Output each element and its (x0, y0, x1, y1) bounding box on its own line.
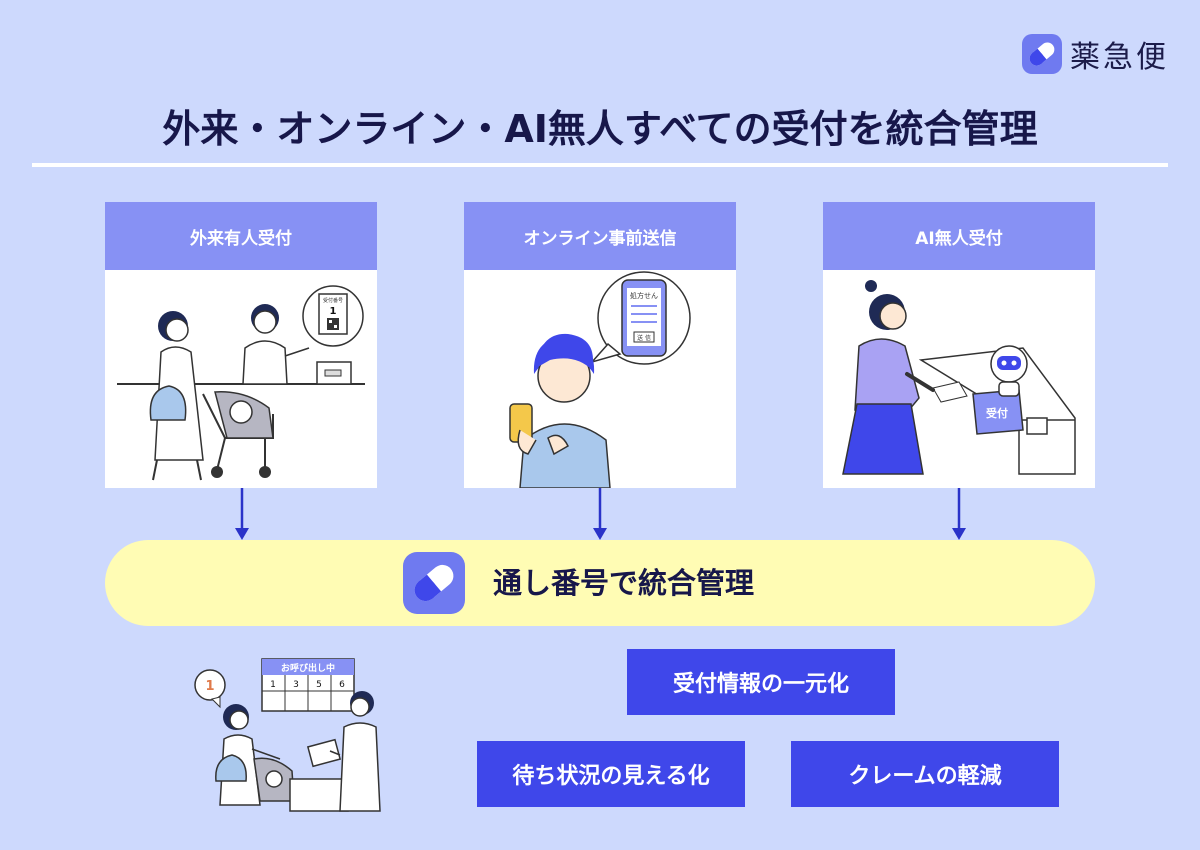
benefit-reduce-complaints: クレームの軽減 (791, 741, 1059, 807)
kiosk-screen-label: 受付 (986, 406, 1008, 420)
prescription-header: 処方せん (630, 291, 658, 300)
benefit-wait-visibility: 待ち状況の見える化 (477, 741, 745, 807)
card-ai-unmanned-reception: AI無人受付 受付 (823, 202, 1095, 488)
pill-app-icon (403, 552, 465, 614)
card-outpatient-label: 外来有人受付 (105, 202, 377, 270)
call-board-illustration: お呼び出し中 1 3 5 6 1 (194, 658, 381, 812)
call-number-2: 3 (293, 680, 299, 690)
outpatient-reception-illustration: 受付番号 1 (117, 285, 365, 481)
call-number-4: 6 (339, 680, 345, 690)
integration-banner: 通し番号で統合管理 (105, 540, 1095, 626)
bubble-number: 1 (205, 679, 214, 694)
online-presubmission-illustration: 処方せん 送 信 (509, 271, 691, 488)
brand-logo: 薬急便 (1022, 32, 1169, 76)
card-online-label: オンライン事前送信 (464, 202, 736, 270)
call-number-3: 5 (316, 680, 322, 690)
arrow-ai-to-banner (952, 488, 966, 540)
banner-text: 通し番号で統合管理 (493, 566, 755, 600)
arrow-outpatient-to-banner (235, 488, 249, 540)
pill-logo-icon (1022, 34, 1062, 74)
card-ai-label: AI無人受付 (823, 202, 1095, 270)
brand-name: 薬急便 (1070, 40, 1169, 75)
arrow-online-to-banner (593, 488, 607, 540)
benefit-unify-info: 受付情報の一元化 (627, 649, 895, 715)
ai-unmanned-reception-illustration: 受付 (842, 280, 1076, 475)
card-online-presubmission: オンライン事前送信 処方せん 送 信 (464, 202, 736, 488)
call-number-1: 1 (270, 680, 276, 690)
prescription-send-button: 送 信 (637, 334, 651, 342)
title-divider (32, 163, 1168, 167)
ticket-number: 1 (330, 306, 337, 317)
card-outpatient-reception: 外来有人受付 受付番号 1 (105, 202, 377, 488)
page-title: 外来・オンライン・AI無人すべての受付を統合管理 (162, 107, 1038, 151)
call-board-title: お呼び出し中 (281, 662, 335, 674)
ticket-title: 受付番号 (323, 297, 343, 304)
